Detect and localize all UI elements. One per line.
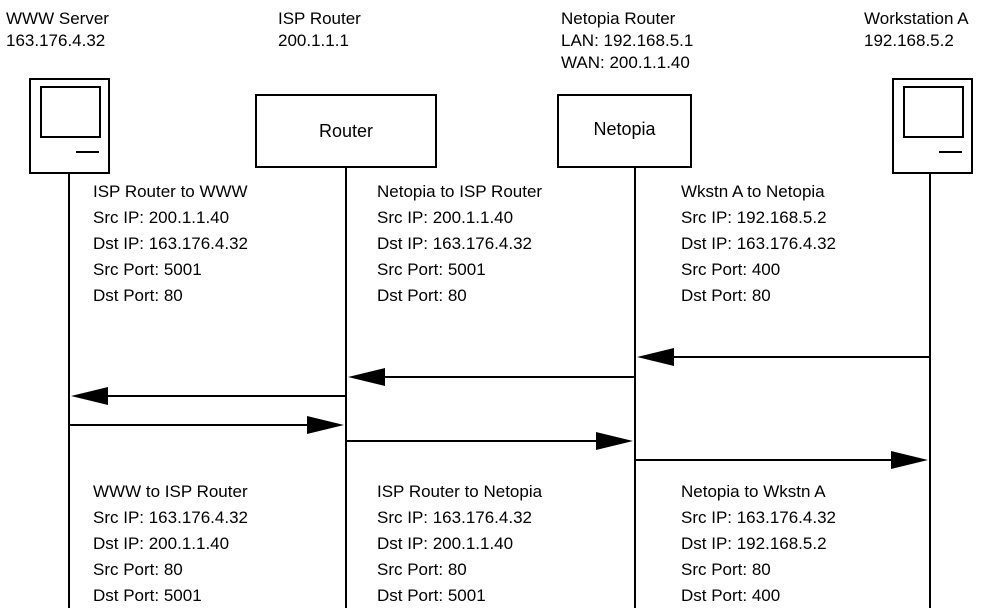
isp-router-label: ISP Router 200.1.1.1 (278, 8, 361, 52)
packet-dst-ip: Dst IP: 163.176.4.32 (681, 234, 836, 253)
packet-dst-port: Dst Port: 80 (681, 286, 771, 305)
packet-src-port: Src Port: 80 (681, 560, 771, 579)
packet-src-port: Src Port: 80 (377, 560, 467, 579)
packet-src-ip: Src IP: 200.1.1.40 (93, 208, 230, 227)
www-server-title: WWW Server (6, 9, 109, 28)
arrow-netopia-to-wkstn (635, 451, 928, 469)
packet-dst-ip: Dst IP: 192.168.5.2 (681, 534, 827, 553)
netopia-router-box-label: Netopia (593, 119, 656, 139)
packet-netopia-to-isp: Netopia to ISP Router Src IP: 200.1.1.40… (377, 179, 542, 309)
packet-title: Wkstn A to Netopia (681, 182, 825, 201)
packet-title: ISP Router to WWW (93, 182, 248, 201)
isp-router-box-label: Router (318, 121, 374, 141)
packet-dst-port: Dst Port: 400 (681, 586, 781, 605)
packet-netopia-to-wkstn: Netopia to Wkstn A Src IP: 163.176.4.32 … (681, 479, 836, 609)
www-server-icon (29, 78, 110, 174)
arrow-isp-to-netopia (346, 432, 633, 450)
packet-dst-ip: Dst IP: 163.176.4.32 (93, 234, 248, 253)
workstation-a-title: Workstation A (864, 9, 969, 28)
netopia-router-lan: LAN: 192.168.5.1 (561, 31, 694, 50)
packet-dst-port: Dst Port: 5001 (93, 586, 202, 605)
packet-title: ISP Router to Netopia (377, 482, 543, 501)
packet-dst-ip: Dst IP: 200.1.1.40 (377, 534, 514, 553)
packet-src-port: Src Port: 5001 (377, 260, 486, 279)
packet-src-ip: Src IP: 163.176.4.32 (377, 508, 532, 527)
packet-wkstn-to-netopia: Wkstn A to Netopia Src IP: 192.168.5.2 D… (681, 179, 836, 309)
www-server-ip: 163.176.4.32 (6, 31, 106, 50)
packet-dst-ip: Dst IP: 163.176.4.32 (377, 234, 532, 253)
packet-src-port: Src Port: 80 (93, 560, 183, 579)
isp-router-box (255, 94, 437, 168)
packet-dst-port: Dst Port: 80 (377, 286, 467, 305)
netopia-router-wan: WAN: 200.1.1.40 (561, 53, 690, 72)
netopia-router-title: Netopia Router (561, 9, 676, 28)
isp-router-ip: 200.1.1.1 (278, 31, 349, 50)
packet-src-ip: Src IP: 192.168.5.2 (681, 208, 827, 227)
packet-www-to-isp: WWW to ISP Router Src IP: 163.176.4.32 D… (93, 479, 248, 609)
isp-router-title: ISP Router (278, 9, 361, 28)
www-server-label: WWW Server 163.176.4.32 (6, 8, 109, 52)
netopia-router-box (557, 94, 692, 168)
packet-dst-ip: Dst IP: 200.1.1.40 (93, 534, 230, 553)
packet-src-ip: Src IP: 200.1.1.40 (377, 208, 514, 227)
packet-src-port: Src Port: 400 (681, 260, 781, 279)
packet-title: WWW to ISP Router (93, 482, 248, 501)
arrow-netopia-to-isp (348, 368, 635, 386)
packet-title: Netopia to ISP Router (377, 182, 543, 201)
arrow-www-to-isp (69, 416, 344, 434)
workstation-a-icon (892, 78, 973, 174)
packet-src-ip: Src IP: 163.176.4.32 (681, 508, 836, 527)
packet-title: Netopia to Wkstn A (681, 482, 826, 501)
packet-isp-to-www: ISP Router to WWW Src IP: 200.1.1.40 Dst… (93, 179, 248, 309)
packet-dst-port: Dst Port: 80 (93, 286, 183, 305)
workstation-a-label: Workstation A 192.168.5.2 (864, 8, 969, 52)
packet-src-ip: Src IP: 163.176.4.32 (93, 508, 248, 527)
workstation-a-ip: 192.168.5.2 (864, 31, 954, 50)
arrow-wkstn-to-netopia (637, 348, 930, 366)
packet-src-port: Src Port: 5001 (93, 260, 202, 279)
arrow-isp-to-www (71, 387, 346, 405)
packet-isp-to-netopia: ISP Router to Netopia Src IP: 163.176.4.… (377, 479, 542, 609)
packet-dst-port: Dst Port: 5001 (377, 586, 486, 605)
netopia-router-label: Netopia Router LAN: 192.168.5.1 WAN: 200… (561, 8, 693, 74)
